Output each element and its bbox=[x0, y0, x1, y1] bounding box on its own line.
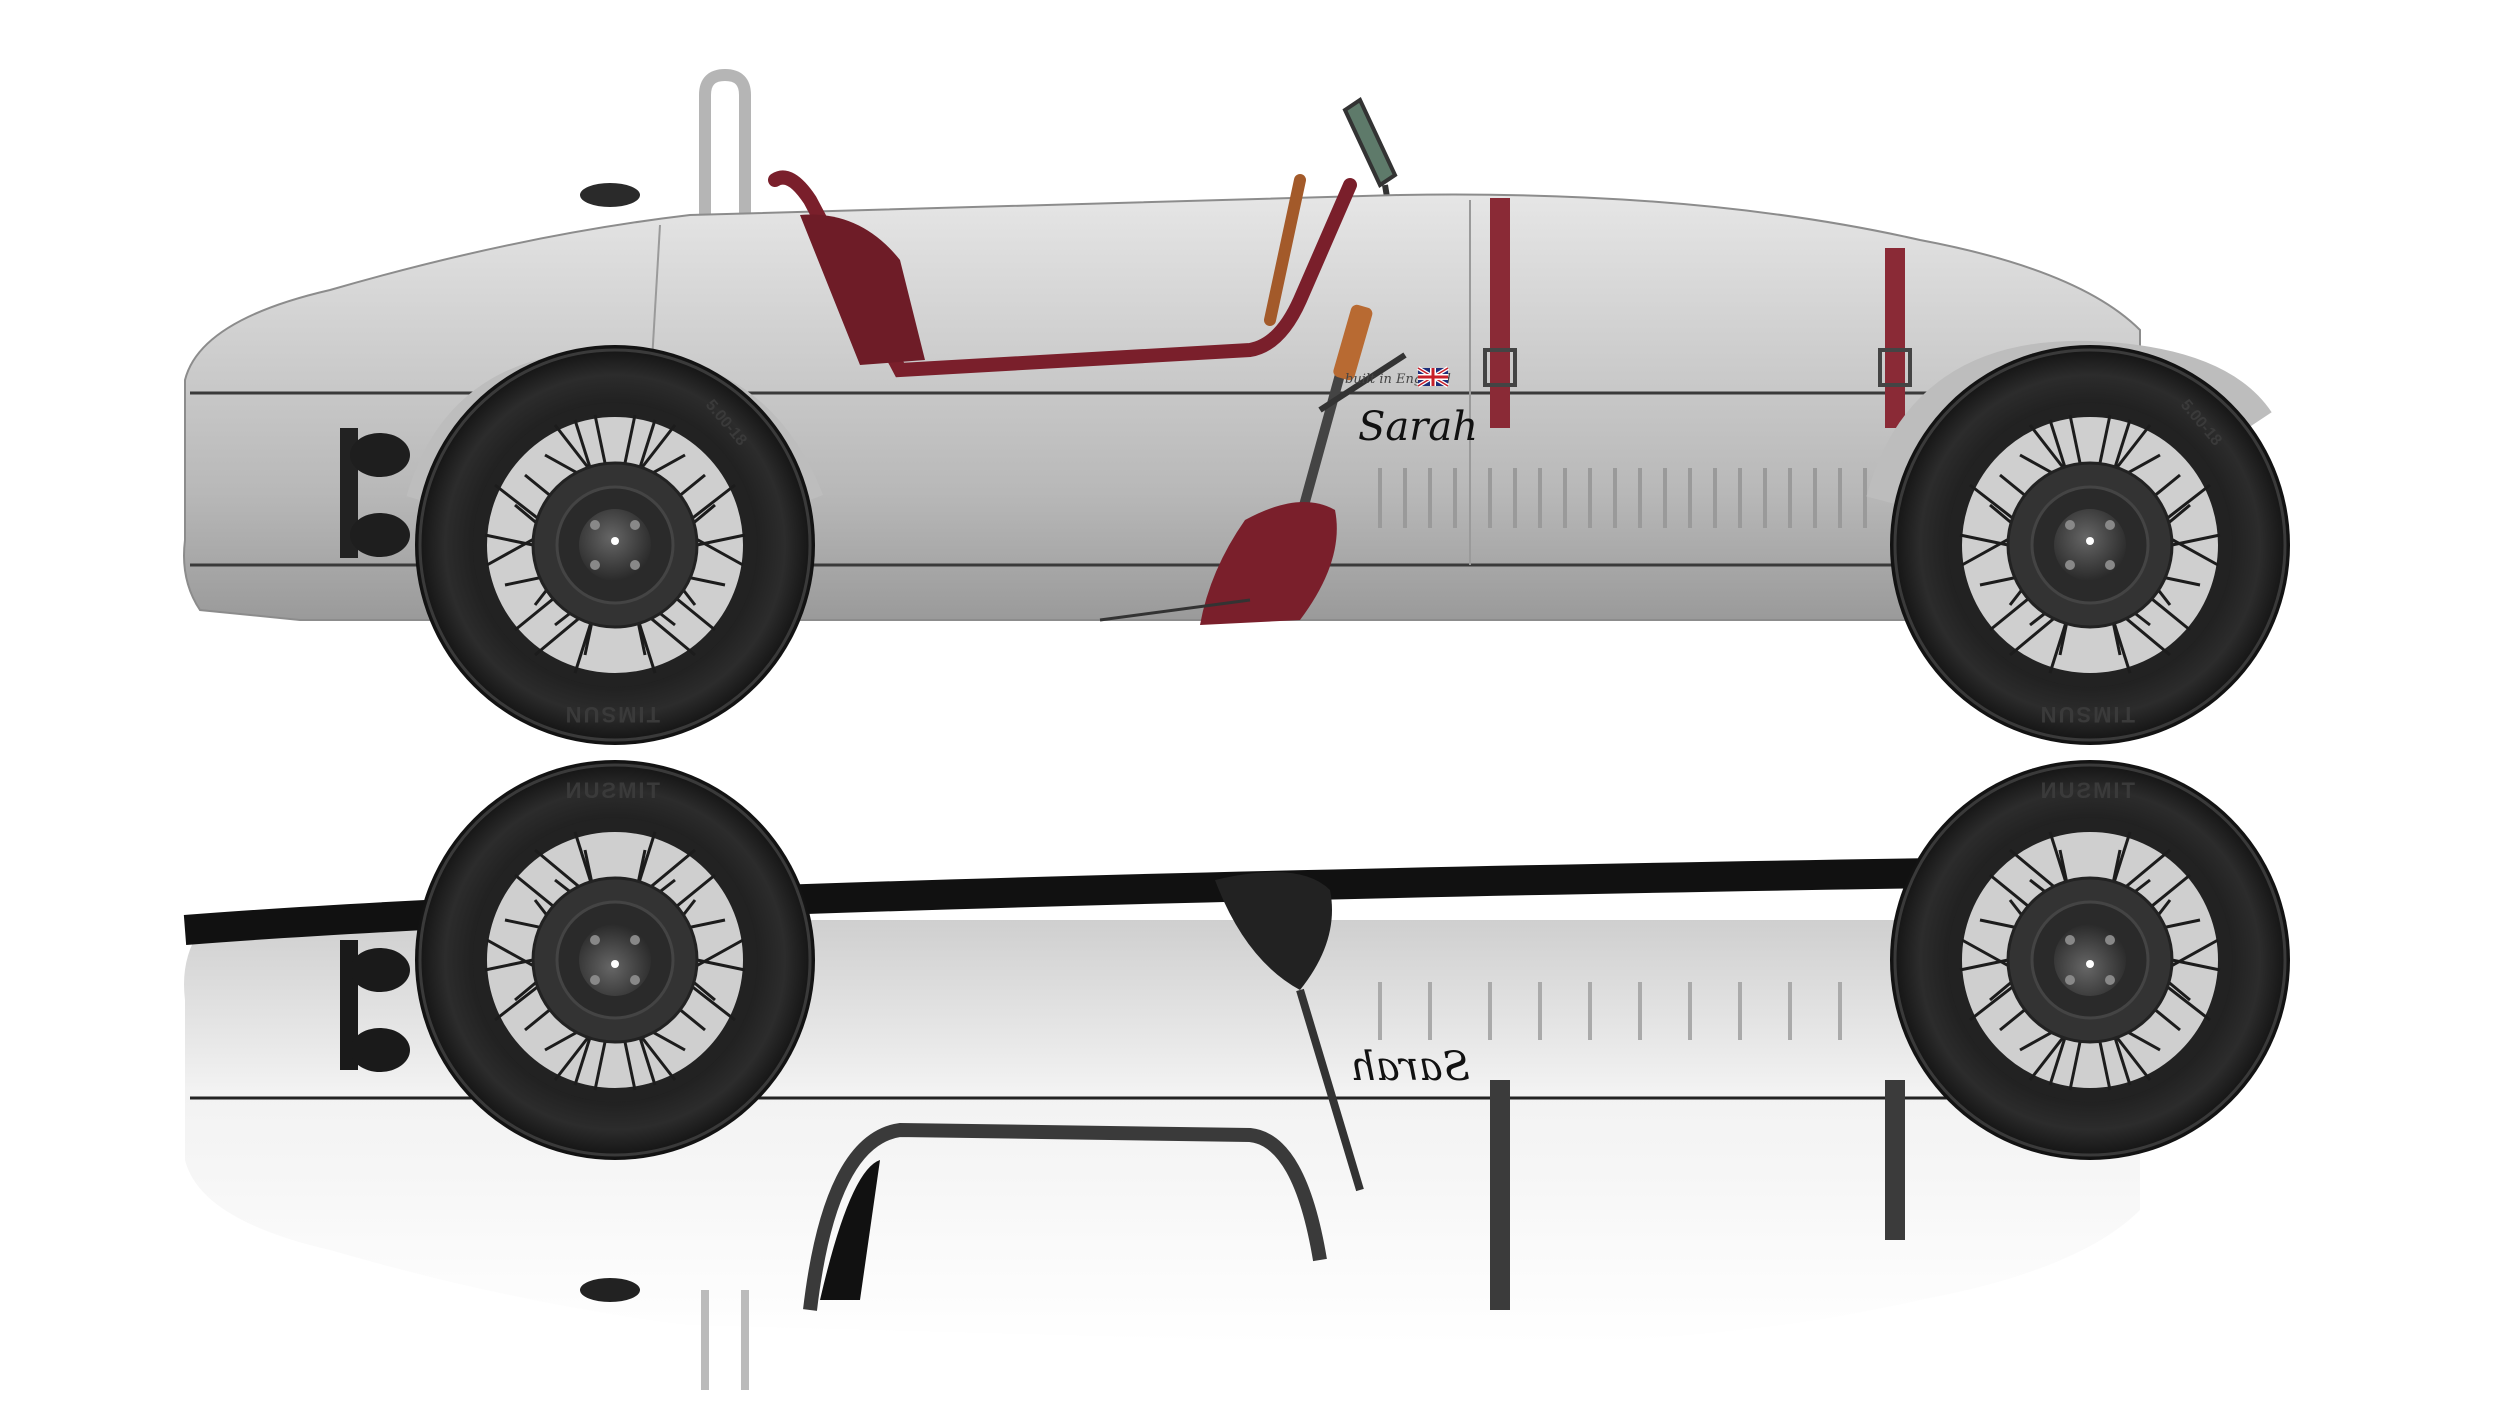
tire-brand-rear: TIMSUN bbox=[564, 702, 660, 727]
bonnet-strap-2 bbox=[1885, 248, 1905, 428]
gear-lever bbox=[1295, 304, 1407, 522]
svg-text:TIMSUN: TIMSUN bbox=[2039, 778, 2135, 803]
rear-wheel: TIMSUN 5.00-18 bbox=[415, 345, 815, 745]
car-name-script: Sarah bbox=[1358, 404, 1478, 450]
cockpit-opening bbox=[768, 170, 1357, 378]
svg-text:TIMSUN: TIMSUN bbox=[564, 778, 660, 803]
mud-flap bbox=[1200, 502, 1337, 625]
steering-wheel bbox=[1264, 174, 1306, 326]
car: Sarah built in England TIMSUN 5.00-18 TI… bbox=[183, 68, 2290, 745]
tail-lamp-cluster bbox=[340, 428, 410, 558]
bonnet-strap-1 bbox=[1490, 198, 1510, 428]
roll-hoop bbox=[699, 68, 751, 215]
car-reflection: Sarah TIMSUN TIMSUN bbox=[183, 760, 2290, 1390]
union-jack-icon bbox=[1416, 366, 1450, 388]
tire-brand-front: TIMSUN bbox=[2039, 702, 2135, 727]
seat bbox=[800, 214, 925, 365]
fuel-cap bbox=[580, 183, 640, 207]
reflection-rear-wheel: TIMSUN bbox=[415, 760, 815, 1160]
front-wheel: TIMSUN 5.00-18 bbox=[1890, 345, 2290, 745]
reflection-name-mirrored: Sarah bbox=[1350, 1044, 1470, 1090]
reflection-front-wheel: TIMSUN bbox=[1890, 760, 2290, 1160]
hood-louvres bbox=[1378, 468, 1867, 528]
